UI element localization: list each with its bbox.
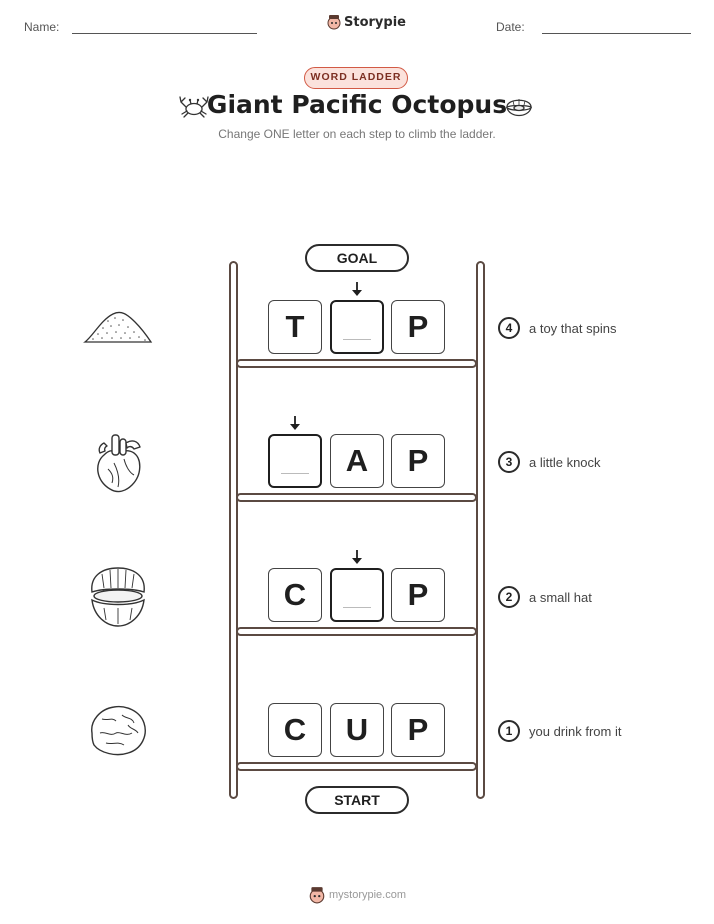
letter-tile: A bbox=[330, 434, 384, 488]
start-label: START bbox=[305, 786, 409, 814]
ladder-rung bbox=[236, 627, 477, 636]
down-arrow-icon bbox=[290, 416, 300, 430]
heart-icon bbox=[97, 434, 141, 493]
letter-tile: C bbox=[268, 703, 322, 757]
mascot-icon bbox=[309, 887, 325, 904]
page-subtitle: Change ONE letter on each step to climb … bbox=[218, 127, 496, 141]
letter-tile: P bbox=[391, 300, 445, 354]
ladder-rung bbox=[236, 359, 477, 368]
name-label: Name: bbox=[24, 20, 60, 34]
footer-site[interactable]: mystorypie.com bbox=[329, 889, 407, 901]
step-number: 1 bbox=[498, 720, 520, 742]
letter-tile: P bbox=[391, 703, 445, 757]
goal-label: GOAL bbox=[305, 244, 409, 272]
blank-letter-tile[interactable] bbox=[330, 568, 384, 622]
clam-icon bbox=[505, 99, 533, 117]
ladder-rail-right bbox=[476, 261, 485, 799]
ladder-rung bbox=[236, 493, 477, 502]
footer: mystorypie.com bbox=[309, 886, 406, 904]
step-clue: you drink from it bbox=[529, 724, 622, 739]
date-line[interactable] bbox=[542, 33, 691, 34]
blank-letter-tile[interactable] bbox=[268, 434, 322, 488]
mascot-icon bbox=[327, 15, 341, 30]
name-line[interactable] bbox=[72, 33, 257, 34]
page-title: Giant Pacific Octopus bbox=[206, 90, 508, 119]
step-clue: a little knock bbox=[529, 455, 601, 470]
word-ladder-badge: WORD LADDER bbox=[304, 67, 408, 89]
ladder-rail-left bbox=[229, 261, 238, 799]
letter-tile: P bbox=[391, 434, 445, 488]
step-number: 4 bbox=[498, 317, 520, 339]
down-arrow-icon bbox=[352, 282, 362, 296]
step-number: 3 bbox=[498, 451, 520, 473]
letter-tile: C bbox=[268, 568, 322, 622]
rock-icon bbox=[91, 705, 146, 756]
brand-logo: Storypie bbox=[327, 14, 406, 30]
date-label: Date: bbox=[496, 20, 525, 34]
step-number: 2 bbox=[498, 586, 520, 608]
letter-tile: T bbox=[268, 300, 322, 354]
letter-tile: U bbox=[330, 703, 384, 757]
step-clue: a toy that spins bbox=[529, 321, 617, 336]
down-arrow-icon bbox=[352, 550, 362, 564]
brand-name: Storypie bbox=[344, 14, 406, 30]
crab-icon bbox=[179, 96, 209, 118]
letter-tile: P bbox=[391, 568, 445, 622]
step-clue: a small hat bbox=[529, 590, 592, 605]
clam-shell-icon bbox=[91, 567, 145, 627]
sand-pile-icon bbox=[83, 311, 153, 343]
ladder-rung bbox=[236, 762, 477, 771]
blank-letter-tile[interactable] bbox=[330, 300, 384, 354]
